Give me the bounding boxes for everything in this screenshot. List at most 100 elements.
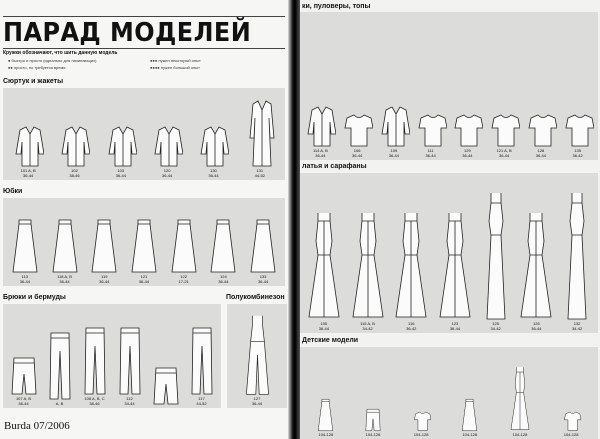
- model-label: 104-128: [365, 432, 381, 437]
- model-label: 126 36-44: [531, 321, 542, 331]
- dress-sketch: [439, 213, 471, 318]
- top-sketch: [528, 114, 557, 147]
- pants-sketch: [191, 327, 212, 395]
- skirts-model-3: 121 36-44: [130, 218, 158, 284]
- model-label: 121 A, B 36-44: [496, 148, 512, 158]
- kids-model-2: 104-128: [412, 410, 431, 437]
- legend-level-1: ● быстро и просто (идеально для начинающ…: [8, 58, 97, 63]
- model-label: 121 36-44: [138, 274, 150, 284]
- legend-level-2: ●● просто, но требуется время: [8, 65, 66, 70]
- top-sketch: [344, 114, 374, 147]
- dresses-model-2: 116 36-42: [393, 211, 429, 331]
- jackets-model-5: 131 44-52: [244, 98, 276, 178]
- coat-sketch: [249, 100, 275, 167]
- model-label: 115 A, B 34-42: [360, 321, 375, 331]
- tops-model-1: 106 36-44: [341, 112, 374, 158]
- model-label: 104-128: [413, 432, 429, 437]
- dress-sketch: [352, 213, 384, 318]
- jacket-sketch: [200, 126, 230, 167]
- dresses-model-5: 126 36-44: [518, 211, 554, 331]
- top-sketch: [563, 411, 581, 431]
- jackets-model-3: 120 36-44: [151, 124, 184, 178]
- model-label: 127 36-44: [251, 396, 263, 406]
- right-page: ки, пуловеры, топы 114 A, B 36-44 106 36-…: [298, 0, 600, 439]
- model-label: 104-128: [563, 432, 579, 437]
- tops-model-7: 135 36-42: [562, 112, 594, 158]
- skirts-model-4: 122 17-21: [170, 218, 198, 284]
- jacket-sketch: [307, 106, 337, 147]
- kids-model-0: 104-128: [317, 398, 334, 437]
- model-label: 132 34-42: [571, 321, 583, 331]
- model-label: 102 38-46: [69, 168, 80, 178]
- skirt-sketch: [462, 398, 478, 432]
- section-title-jackets: Сюртук и жакеты: [3, 78, 64, 85]
- model-label: 103 36-44: [115, 168, 126, 178]
- model-label: 112 34-44: [124, 396, 135, 406]
- model-label: 131 44-52: [254, 168, 265, 178]
- trousers-model-3: 112 34-44: [118, 326, 142, 406]
- dress-sketch: [510, 367, 530, 430]
- jacket-sketch: [108, 126, 137, 167]
- model-label: 108 A, B, C 38-46: [84, 396, 105, 406]
- jumpsuit-sketch: [245, 315, 269, 395]
- page-title: ПАРАД МОДЕЛЕЙ: [3, 18, 252, 48]
- skirt-sketch: [210, 219, 236, 273]
- skirts-model-5: 124 36-44: [209, 218, 237, 284]
- divider: [3, 16, 285, 17]
- skirt-sketch: [12, 219, 38, 273]
- model-label: 129 36-44: [462, 148, 473, 158]
- model-label: 122 17-21: [178, 274, 189, 284]
- trousers-model-5: 117 44-52: [190, 326, 214, 406]
- model-label: 101 A, B 36-44: [20, 168, 36, 178]
- section-title-tops: ки, пуловеры, топы: [302, 3, 371, 10]
- top-sketch: [413, 411, 431, 431]
- jacket-sketch: [15, 126, 45, 167]
- section-title-dresses: латья и сарафаны: [302, 163, 367, 170]
- model-label: 104-128: [462, 432, 478, 437]
- top-sketch: [454, 114, 484, 147]
- section-title-jumpsuit: Полукомбинезон: [226, 294, 285, 301]
- shorts-sketch: [365, 408, 381, 432]
- model-label: 116 36-42: [406, 321, 417, 331]
- kids-model-1: 104-128: [365, 408, 381, 437]
- tops-model-6: 128 36-44: [525, 112, 557, 158]
- jacket-sketch: [154, 126, 184, 167]
- kids-model-4: 104-128: [509, 366, 531, 437]
- model-label: 105 36-44: [318, 321, 329, 331]
- tops-model-4: 129 36-44: [451, 112, 484, 158]
- skirt-sketch: [91, 219, 117, 273]
- legend-heading: Кружки обозначают, что шить данную модел…: [3, 50, 118, 56]
- skirt-sketch: [318, 398, 334, 432]
- dresses-model-3: 123 36-44: [437, 211, 473, 331]
- trousers-model-4: [153, 366, 179, 406]
- section-title-trousers: Брюки и бермуды: [3, 294, 66, 301]
- dress-sketch: [308, 213, 340, 318]
- issue-footer: Burda 07/2006: [4, 420, 70, 432]
- dress-sketch: [395, 213, 427, 318]
- model-label: 124 36-44: [218, 274, 229, 284]
- trousers-model-2: 108 A, B, C 38-46: [83, 326, 107, 406]
- model-label: 123 36-44: [449, 321, 461, 331]
- model-label: 120 36-44: [162, 168, 173, 178]
- skirt-sketch: [131, 219, 157, 273]
- legend-level-3: ●●● нужен некоторый опыт: [150, 58, 201, 63]
- skirts-model-6: 133 36-44: [249, 218, 277, 284]
- section-title-skirts: Юбки: [3, 188, 23, 195]
- page-gutter: [288, 0, 300, 439]
- model-label: 114 A, B 36-44: [312, 148, 328, 158]
- long-sketch: [567, 193, 587, 320]
- left-page: ПАРАД МОДЕЛЕЙ Кружки обозначают, что шит…: [0, 0, 290, 439]
- trousers-model-0: 107 A, B 36-44: [11, 356, 37, 406]
- shorts-sketch: [11, 357, 36, 395]
- top-sketch: [565, 114, 594, 147]
- skirt-sketch: [171, 219, 197, 273]
- model-label: 113 36-44: [19, 274, 30, 284]
- skirts-model-2: 119 36-44: [90, 218, 118, 284]
- skirt-sketch: [52, 219, 77, 273]
- jacket-sketch: [62, 126, 91, 167]
- pants-sketch: [49, 332, 70, 400]
- model-label: 128 36-44: [535, 148, 546, 158]
- jackets-panel: 101 A, B 36-44 102 38-46 103 36-44 120 36-4…: [3, 88, 285, 180]
